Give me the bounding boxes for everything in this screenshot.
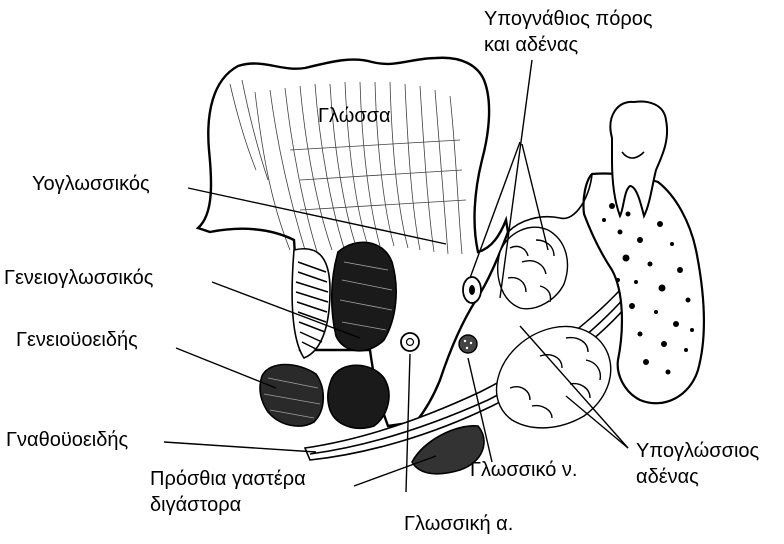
genioglossus-right (332, 242, 396, 351)
label-sublingual-gland: Υπογλώσσιος αδένας (636, 438, 759, 490)
label-tongue: Γλώσσα (318, 104, 391, 128)
label-lingual-artery: Γλωσσική α. (404, 512, 513, 536)
lingual-artery-lumen (407, 339, 414, 346)
label-lingual-nerve: Γλωσσικό ν. (470, 458, 577, 482)
sublingual-gland (497, 326, 611, 427)
label-digastric-anterior-belly: Πρόσθια γαστέρα διγάστορα (150, 466, 306, 518)
floor-of-mouth-fold (508, 174, 592, 232)
label-submandibular-duct-and-gland: Υπογνάθιος πόρος και αδένας (484, 6, 653, 58)
geniohyoid-right (328, 365, 389, 428)
lingual-nerve (459, 335, 477, 353)
label-hyoglossus: Υογλωσσικός (32, 172, 150, 196)
submandibular-duct-lumen (469, 285, 475, 295)
label-genioglossus: Γενειογλωσσικός (4, 266, 153, 290)
label-geniohyoid: Γενειοϋοειδής (16, 328, 138, 352)
label-mylohyoid: Γναθοϋοειδής (6, 428, 128, 452)
